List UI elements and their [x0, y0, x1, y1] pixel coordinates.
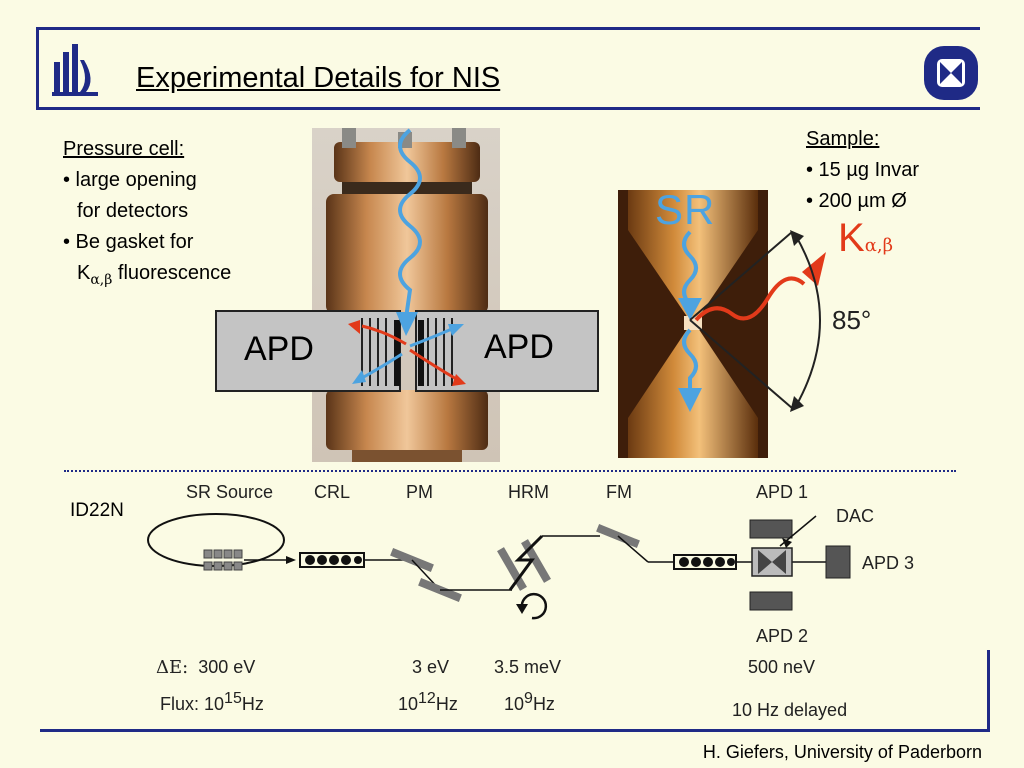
energy-value-fm: 500 neV [748, 657, 816, 677]
bullet-large-opening: • large opening [63, 169, 197, 191]
sample-geometry-overlay [678, 230, 826, 412]
energy-value-pm: 3 eV [412, 657, 450, 677]
sample-text: Sample: • 15 µg Invar • 200 µm Ø [806, 124, 919, 217]
frame-left-line [36, 27, 39, 109]
label-fm: FM [606, 482, 632, 502]
pressure-cell-heading: Pressure cell: [63, 138, 185, 160]
slide-title: Experimental Details for NIS [136, 62, 501, 94]
institute-logo-icon [924, 46, 978, 100]
flux2-exponent: 12 [418, 690, 436, 707]
bullet-be-gasket: • Be gasket for [63, 231, 194, 253]
flux-value-delayed: 10 Hz delayed [732, 700, 848, 720]
k-symbol: K [77, 262, 91, 284]
sample-heading: Sample: [806, 128, 880, 150]
k-subscript: α,β [90, 272, 113, 288]
label-sr-source: SR Source [186, 482, 274, 502]
apd-right-label: APD [484, 328, 554, 366]
flux3-unit: Hz [532, 694, 555, 714]
label-dac: DAC [836, 506, 875, 526]
label-crl: CRL [314, 482, 351, 502]
frame-title-rule [36, 107, 980, 110]
frame-top-line [36, 27, 980, 30]
label-hrm: HRM [508, 482, 549, 502]
energy-value-hrm: 3.5 meV [494, 657, 562, 677]
label-apd1: APD 1 [756, 482, 809, 502]
apd-detector-overlay [215, 310, 599, 392]
flux3-exponent: 9 [524, 690, 533, 707]
flux1-exponent: 15 [224, 690, 242, 707]
pressure-cell-text: Pressure cell: • large opening for detec… [63, 134, 231, 296]
flux-label: Flux: [160, 694, 205, 714]
incident-beam-arrow [396, 128, 422, 336]
university-logo-icon [52, 44, 98, 96]
flux-row-source: Flux: 1015Hz [160, 690, 264, 715]
flux3-base: 10 [504, 694, 525, 714]
apd-left-label: APD [244, 330, 314, 368]
beamline-name: ID22N [70, 500, 124, 521]
sample-item-diameter: • 200 µm Ø [806, 190, 907, 212]
energy-label: ΔE: [156, 657, 189, 678]
k-alpha-beta-label: Kα,β [838, 216, 893, 261]
frame-right-line [987, 650, 990, 732]
bullet-for-detectors: for detectors [77, 200, 189, 222]
energy-value-source: 300 eV [198, 657, 256, 677]
energy-row-left: ΔE: 300 eV [156, 657, 255, 678]
beamline-schematic [147, 513, 851, 620]
flux2-base: 10 [398, 694, 419, 714]
label-apd2: APD 2 [756, 626, 809, 646]
section-divider [64, 470, 956, 472]
sr-label: SR [655, 186, 716, 233]
author-credit: H. Giefers, University of Paderborn [702, 742, 982, 762]
flux1-unit: Hz [241, 694, 264, 714]
flux-row-pm: 1012Hz [398, 690, 458, 715]
sample-item-mass: • 15 µg Invar [806, 159, 920, 181]
label-apd3: APD 3 [862, 553, 915, 573]
flux1-base: 10 [204, 694, 225, 714]
bullet-fluorescence-line: Kα,β fluorescence [63, 258, 231, 296]
label-pm: PM [406, 482, 433, 502]
angle-label: 85° [832, 305, 872, 335]
flux-row-hrm: 109Hz [504, 690, 555, 715]
flux2-unit: Hz [435, 694, 458, 714]
frame-bottom-line [40, 729, 990, 732]
k-label-subscript: α,β [864, 235, 893, 256]
fluorescence-word: fluorescence [112, 262, 232, 284]
pressure-cell-photo [312, 128, 500, 462]
k-label: K [838, 216, 865, 260]
